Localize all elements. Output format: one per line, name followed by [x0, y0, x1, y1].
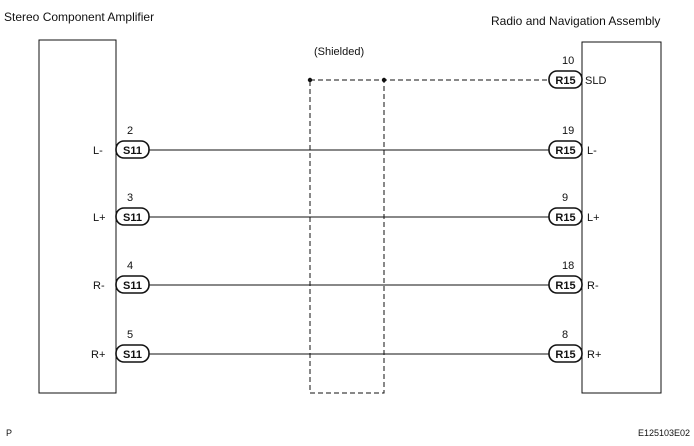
shield-signal-label: SLD [585, 75, 606, 87]
left-pin-number: 4 [127, 260, 133, 272]
right-connector-code: R15 [555, 145, 575, 157]
wire-row: R+ 5 S11 8 R15 R+ [91, 329, 601, 363]
wire-row: L- 2 S11 19 R15 L- [93, 125, 597, 159]
shield-junction-dot [307, 77, 313, 83]
left-signal-label: L+ [93, 212, 106, 224]
right-signal-label: R- [587, 280, 599, 292]
right-pin-number: 8 [562, 329, 568, 341]
right-signal-label: R+ [587, 349, 601, 361]
left-pin-number: 5 [127, 329, 133, 341]
right-pin-number: 19 [562, 125, 574, 137]
left-pin-number: 3 [127, 192, 133, 204]
figure-id-label: E125103E02 [638, 428, 690, 438]
left-component-title: Stereo Component Amplifier [4, 10, 154, 24]
shield-label: (Shielded) [314, 46, 364, 58]
right-connector-code: R15 [555, 212, 575, 224]
shield-connector-code: R15 [555, 75, 575, 87]
left-pin-number: 2 [127, 125, 133, 137]
left-connector-code: S11 [123, 145, 142, 157]
right-connector-code: R15 [555, 349, 575, 361]
wire-row: L+ 3 S11 9 R15 L+ [93, 192, 600, 226]
shield-junction-dot [381, 77, 387, 83]
right-pin-number: 18 [562, 260, 574, 272]
right-connector-code: R15 [555, 280, 575, 292]
footer-left-label: P [6, 428, 12, 438]
shield-connector-badge [548, 70, 583, 89]
right-component-title: Radio and Navigation Assembly [491, 14, 660, 28]
shield-enclosure [309, 79, 385, 394]
right-connector-badge [548, 140, 583, 159]
left-connector-code: S11 [123, 280, 142, 292]
right-connector-badge [548, 344, 583, 363]
left-connector-code: S11 [123, 212, 142, 224]
right-connector-badge [548, 207, 583, 226]
right-signal-label: L+ [587, 212, 600, 224]
right-signal-label: L- [587, 145, 597, 157]
left-connector-code: S11 [123, 349, 142, 361]
left-signal-label: R- [93, 280, 105, 292]
left-signal-label: R+ [91, 349, 105, 361]
left-signal-label: L- [93, 145, 103, 157]
right-pin-number: 9 [562, 192, 568, 204]
shield-pin-number: 10 [562, 55, 574, 67]
wire-row: R- 4 S11 18 R15 R- [93, 260, 599, 294]
right-connector-badge [548, 275, 583, 294]
